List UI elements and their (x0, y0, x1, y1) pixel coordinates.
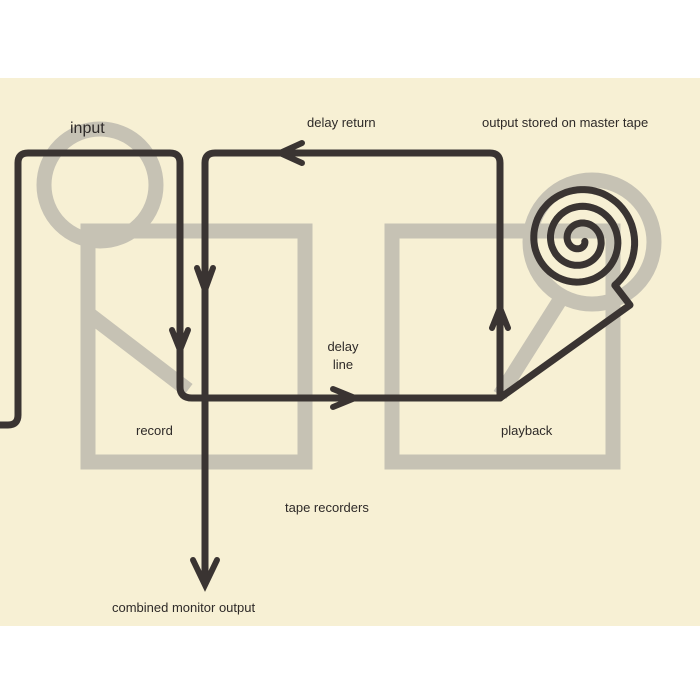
delay-return-label: delay return (307, 115, 376, 130)
delay-line-label-2: line (333, 357, 353, 372)
record-reel (36, 121, 164, 249)
playback-label: playback (501, 423, 553, 438)
output-stored-label: output stored on master tape (482, 115, 648, 130)
input-path (0, 149, 504, 429)
paper-background (0, 78, 700, 626)
playback-reel (522, 172, 662, 312)
combined-output-label: combined monitor output (112, 600, 255, 615)
tape-recorders-label: tape recorders (285, 500, 369, 515)
record-label: record (136, 423, 173, 438)
master-tape-spiral (496, 186, 639, 402)
arrow-down-icon (190, 557, 220, 592)
arrow-left-icon (272, 140, 305, 166)
arrow-right-icon (330, 386, 363, 410)
record-tape-recorder (36, 121, 313, 470)
arrow-down-icon (169, 327, 191, 359)
arrow-up-icon (489, 299, 511, 331)
arrow-down-icon (194, 265, 216, 299)
playback-tape-path (493, 295, 567, 400)
arrowheads (169, 140, 511, 592)
record-tape-path (85, 309, 193, 396)
delay-line-label: delay (327, 339, 359, 354)
record-deck (80, 223, 313, 470)
signal-paths (0, 149, 639, 584)
delay-return-path (201, 149, 504, 584)
input-label: input (70, 120, 105, 137)
